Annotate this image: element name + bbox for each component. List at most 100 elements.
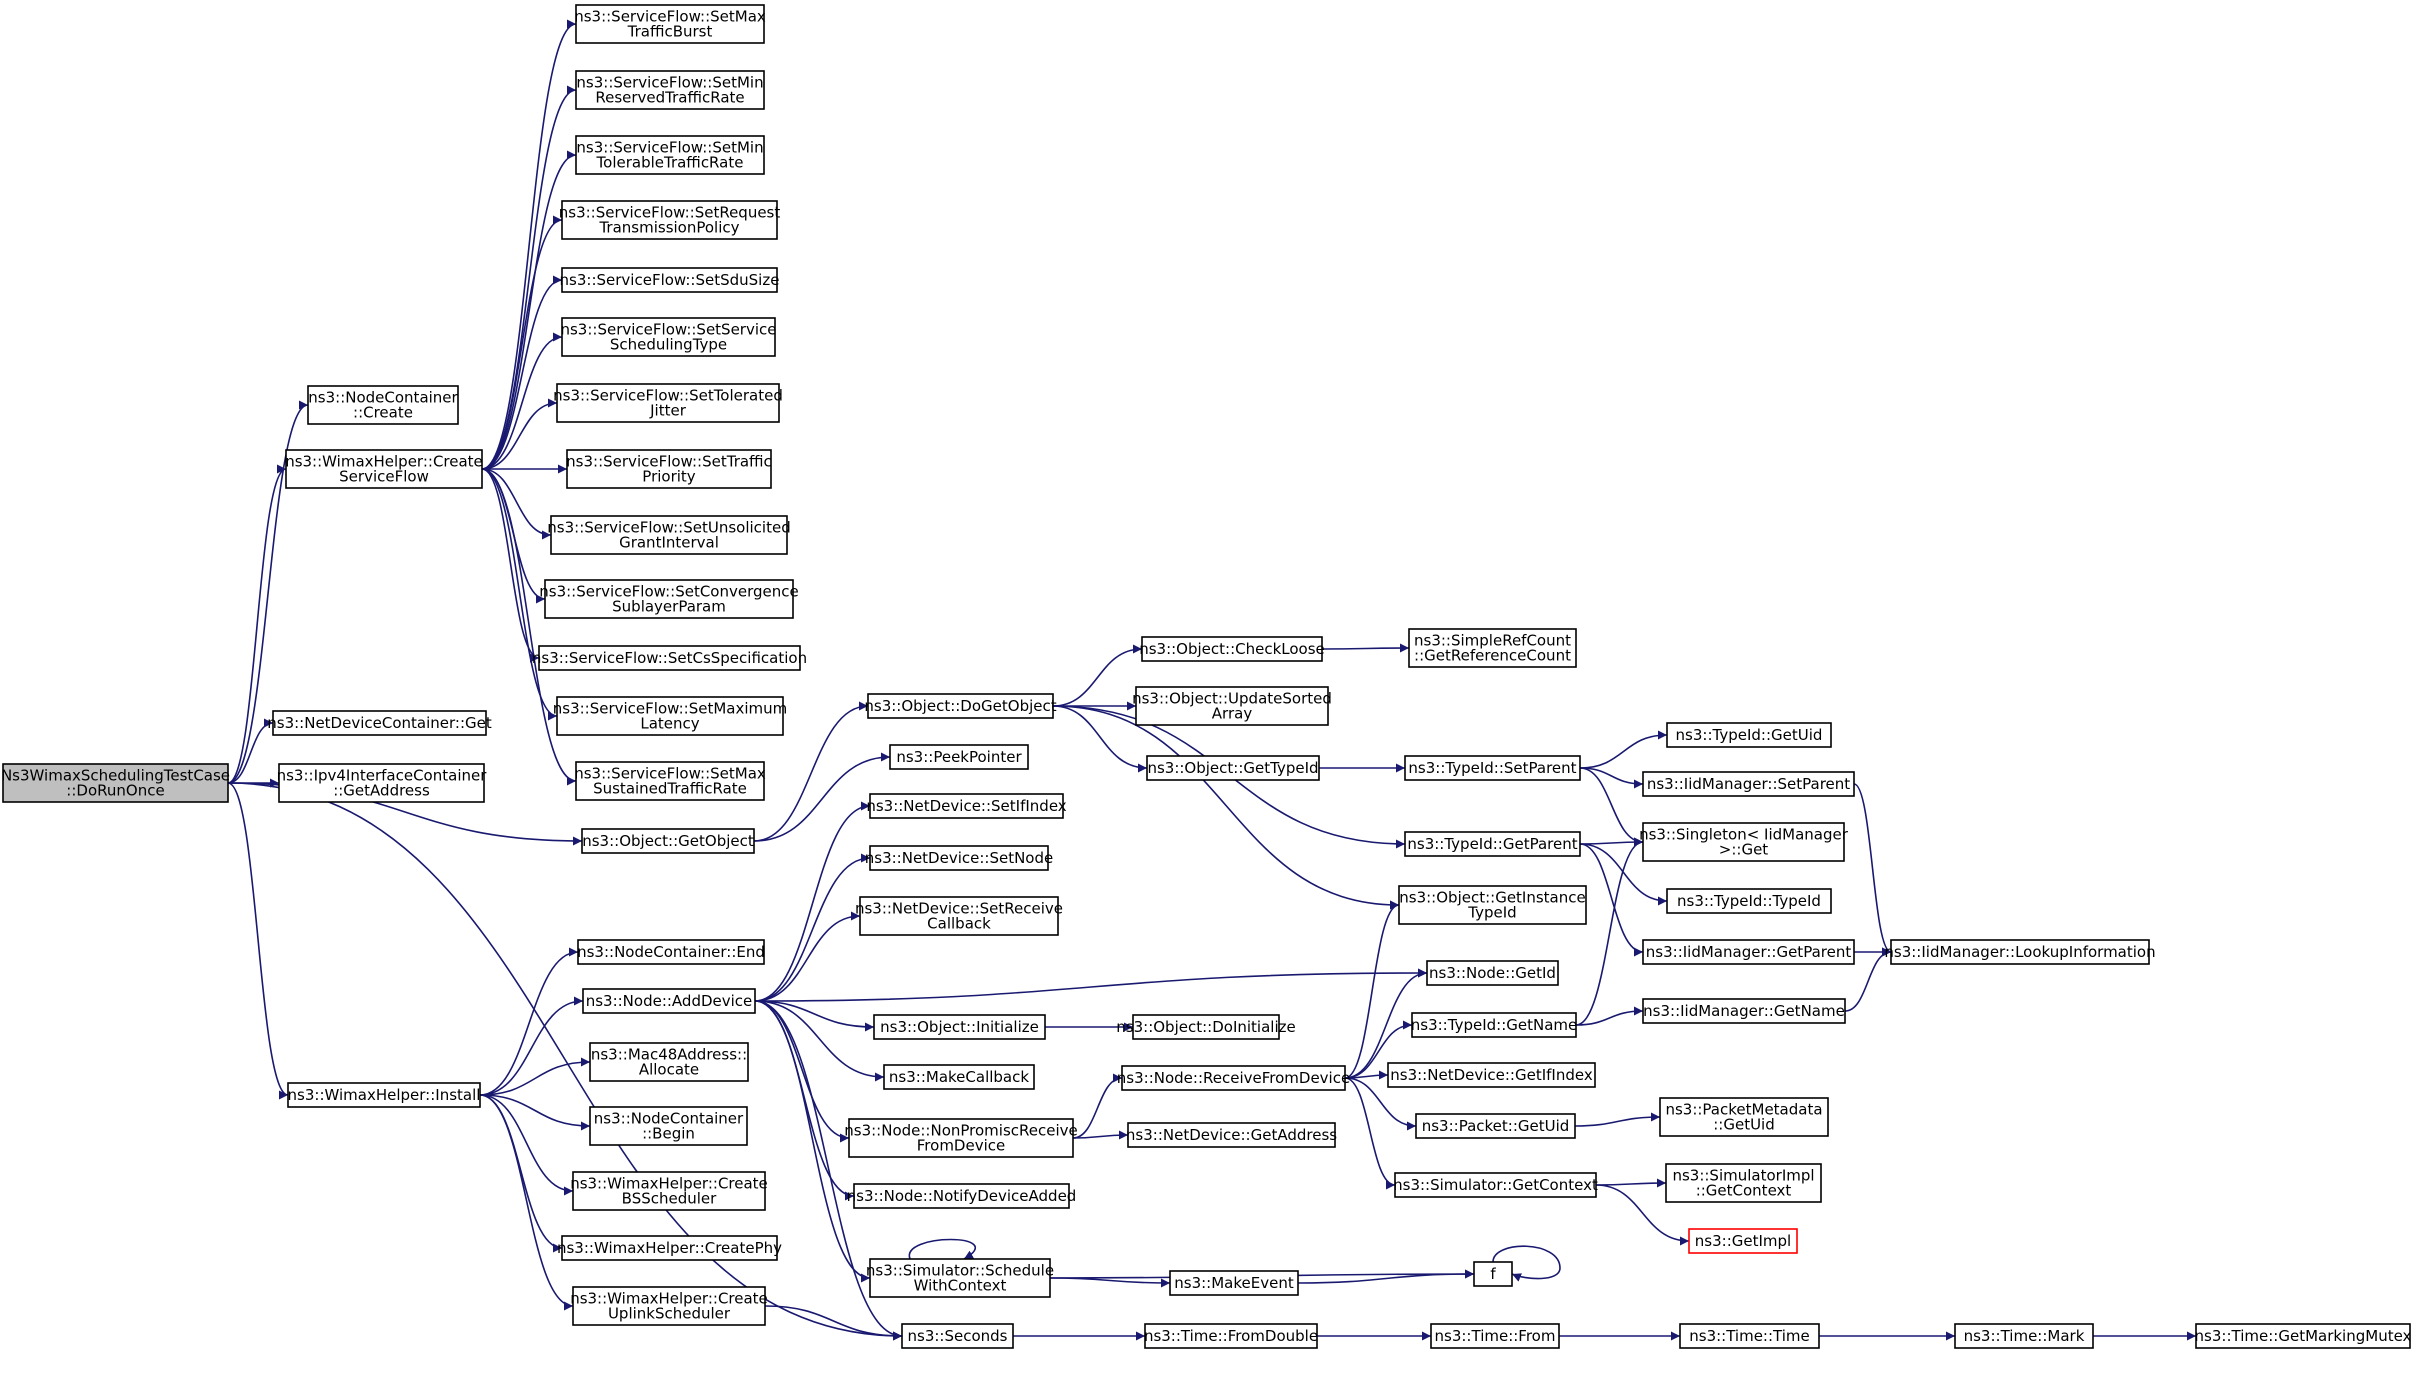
node-sf_maxsust[interactable]: ns3::ServiceFlow::SetMaxSustainedTraffic… (574, 761, 766, 801)
node-time_fromdouble[interactable]: ns3::Time::FromDouble (1144, 1323, 1318, 1349)
node-label: ns3::IidManager::GetName (1643, 1002, 1845, 1020)
node-box (2, 763, 229, 803)
node-tid_getname[interactable]: ns3::TypeId::GetName (1411, 1012, 1577, 1038)
node-sf_schedtype[interactable]: ns3::ServiceFlow::SetServiceSchedulingTy… (560, 317, 777, 357)
node-nd_getifindex[interactable]: ns3::NetDevice::GetIfIndex (1387, 1062, 1596, 1088)
node-sf_csspec[interactable]: ns3::ServiceFlow::SetCsSpecification (532, 645, 807, 671)
node-peekpointer[interactable]: ns3::PeekPointer (889, 744, 1029, 770)
node-time_mark[interactable]: ns3::Time::Mark (1954, 1323, 2094, 1349)
node-iid_getname[interactable]: ns3::IidManager::GetName (1642, 998, 1846, 1024)
node-label: ns3::Mac48Address:: (591, 1046, 747, 1064)
node-singleton_get[interactable]: ns3::Singleton< IidManager>::Get (1639, 822, 1849, 862)
edge-wh_createul-to-seconds (764, 1305, 903, 1341)
node-sf_reqtx[interactable]: ns3::ServiceFlow::SetRequestTransmission… (559, 200, 781, 240)
node-tid_setparent[interactable]: ns3::TypeId::SetParent (1404, 755, 1581, 781)
node-time_time[interactable]: ns3::Time::Time (1679, 1323, 1820, 1349)
edge-iid_setparent-to-iid_lookup (1853, 783, 1892, 957)
node-seconds[interactable]: ns3::Seconds (901, 1323, 1014, 1349)
node-nc_create[interactable]: ns3::NodeContainer::Create (307, 385, 459, 425)
node-sf_mintol[interactable]: ns3::ServiceFlow::SetMinTolerableTraffic… (575, 135, 765, 175)
edge-node_recvfrom-to-pkt_getuid (1344, 1077, 1417, 1131)
node-box (566, 449, 772, 489)
node-node_adddevice[interactable]: ns3::Node::AddDevice (582, 988, 756, 1014)
node-box (1398, 885, 1587, 925)
node-label: ns3::ServiceFlow::SetConvergence (539, 583, 798, 601)
node-makecallback[interactable]: ns3::MakeCallback (883, 1064, 1035, 1090)
node-wh_install[interactable]: ns3::WimaxHelper::Install (287, 1082, 481, 1108)
node-box (883, 1064, 1035, 1090)
node-node_getid[interactable]: ns3::Node::GetId (1426, 960, 1559, 986)
node-getimpl[interactable]: ns3::GetImpl (1688, 1228, 1798, 1254)
node-box (848, 1118, 1074, 1158)
edge-iid_getname-to-iid_lookup (1844, 947, 1892, 1012)
node-node_recvfrom[interactable]: ns3::Node::ReceiveFromDevice (1117, 1065, 1350, 1091)
node-box (550, 515, 788, 555)
node-label: ns3::Node::ReceiveFromDevice (1117, 1069, 1350, 1087)
node-time_getmutex[interactable]: ns3::Time::GetMarkingMutex (2195, 1323, 2412, 1349)
node-box (575, 4, 765, 44)
node-src_getrefcount[interactable]: ns3::SimpleRefCount::GetReferenceCount (1408, 628, 1577, 668)
node-mac48_alloc[interactable]: ns3::Mac48Address::Allocate (589, 1042, 749, 1082)
node-makeevent[interactable]: ns3::MakeEvent (1169, 1270, 1299, 1296)
node-iid_setparent[interactable]: ns3::IidManager::SetParent (1642, 771, 1855, 797)
node-obj_gettypeid[interactable]: ns3::Object::GetTypeId (1146, 755, 1320, 781)
node-wh_createphy[interactable]: ns3::WimaxHelper::CreatePhy (557, 1235, 782, 1261)
node-nd_setifindex[interactable]: ns3::NetDevice::SetIfIndex (866, 793, 1067, 819)
node-label: ns3::Object::DoInitialize (1116, 1018, 1295, 1036)
node-sf_conv[interactable]: ns3::ServiceFlow::SetConvergenceSublayer… (539, 579, 799, 619)
node-node_notify[interactable]: ns3::Node::NotifyDeviceAdded (847, 1183, 1077, 1209)
node-box (285, 449, 483, 489)
node-label: ::GetAddress (333, 782, 430, 800)
node-ipv4_getaddr[interactable]: ns3::Ipv4InterfaceContainer::GetAddress (277, 763, 488, 803)
node-label: ReservedTrafficRate (595, 89, 744, 107)
node-ndc_get[interactable]: ns3::NetDeviceContainer::Get (267, 710, 492, 736)
node-nd_setnode[interactable]: ns3::NetDevice::SetNode (865, 845, 1054, 871)
node-obj_initialize[interactable]: ns3::Object::Initialize (873, 1014, 1046, 1040)
node-root[interactable]: Ns3WimaxSchedulingTestCase::DoRunOnce (1, 763, 230, 803)
node-tid_getparent[interactable]: ns3::TypeId::GetParent (1404, 831, 1581, 857)
edge-tid_setparent-to-tid_getuid (1579, 730, 1668, 769)
edge-wh_install-to-nc_end (479, 947, 579, 1096)
node-simimpl_getctx[interactable]: ns3::SimulatorImpl::GetContext (1665, 1163, 1822, 1203)
node-iid_lookup[interactable]: ns3::IidManager::LookupInformation (1884, 939, 2156, 965)
node-obj_doinit[interactable]: ns3::Object::DoInitialize (1116, 1014, 1296, 1040)
node-obj_getobject[interactable]: ns3::Object::GetObject (581, 828, 755, 854)
node-obj_dogetobject[interactable]: ns3::Object::DoGetObject (864, 693, 1057, 719)
node-label: ns3::MakeCallback (889, 1068, 1029, 1086)
node-pkt_getuid[interactable]: ns3::Packet::GetUid (1415, 1113, 1576, 1139)
node-sf_unsol[interactable]: ns3::ServiceFlow::SetUnsolicitedGrantInt… (547, 515, 791, 555)
node-pktmeta_getuid[interactable]: ns3::PacketMetadata::GetUid (1659, 1097, 1829, 1137)
node-label: ns3::Ipv4InterfaceContainer (277, 767, 488, 785)
node-box (869, 793, 1064, 819)
node-tid_typeid[interactable]: ns3::TypeId::TypeId (1666, 888, 1832, 914)
edge-root-to-nc_create (227, 400, 309, 784)
node-f[interactable]: f (1473, 1261, 1513, 1287)
node-time_from[interactable]: ns3::Time::From (1430, 1323, 1560, 1349)
node-box (1121, 1065, 1346, 1091)
node-sf_sdusize[interactable]: ns3::ServiceFlow::SetSduSize (560, 267, 780, 293)
node-iid_getparent[interactable]: ns3::IidManager::GetParent (1642, 939, 1855, 965)
edge-tid_setparent-to-iid_setparent (1579, 767, 1644, 789)
node-label: ns3::Node::GetId (1429, 964, 1556, 982)
node-obj_checkloose[interactable]: ns3::Object::CheckLoose (1139, 636, 1325, 662)
node-sf_minres[interactable]: ns3::ServiceFlow::SetMinReservedTrafficR… (575, 70, 765, 110)
edge-node_nonpromisc-to-nd_getaddress (1072, 1130, 1129, 1140)
node-box (561, 1235, 778, 1261)
node-nc_begin[interactable]: ns3::NodeContainer::Begin (589, 1106, 748, 1146)
node-tid_getuid[interactable]: ns3::TypeId::GetUid (1666, 722, 1832, 748)
node-nc_end[interactable]: ns3::NodeContainer::End (577, 939, 765, 965)
node-nd_getaddress[interactable]: ns3::NetDevice::GetAddress (1126, 1122, 1337, 1148)
node-sim_getctx[interactable]: ns3::Simulator::GetContext (1393, 1172, 1598, 1198)
